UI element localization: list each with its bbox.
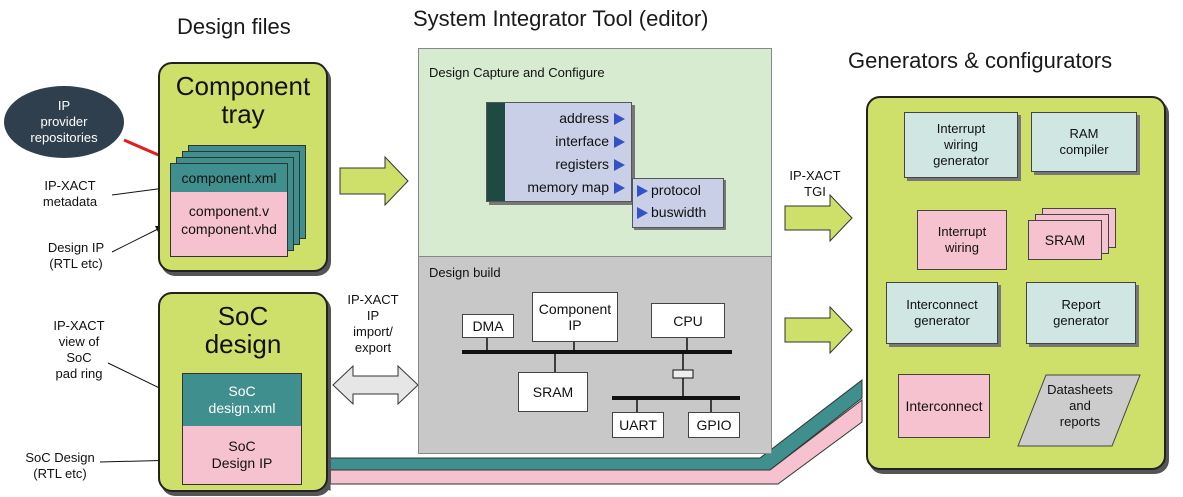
port-memory-map: memory map <box>527 176 625 199</box>
sub-ports-block: protocol buswidth <box>632 178 724 228</box>
datasheets-parallelogram <box>1017 374 1141 447</box>
design-build-title: Design build <box>429 265 501 280</box>
port-interface: interface <box>527 130 625 153</box>
block-uart: UART <box>612 412 664 438</box>
block-cpu: CPU <box>651 303 725 338</box>
port-protocol: protocol <box>633 179 723 201</box>
port-registers: registers <box>527 153 625 176</box>
port-list: address interface registers memory map <box>527 107 625 199</box>
port-triangle-icon <box>614 136 625 149</box>
port-address: address <box>527 107 625 130</box>
tgi-arrow-bottom <box>784 305 853 355</box>
port-buswidth: buswidth <box>633 201 723 223</box>
port-triangle-icon <box>637 207 648 220</box>
design-capture-title: Design Capture and Configure <box>429 65 605 80</box>
interconnect-output: Interconnect <box>898 374 990 438</box>
ports-block: address interface registers memory map <box>486 102 632 202</box>
tgi-arrow-top <box>784 193 853 243</box>
ip-provider-repositories: IP provider repositories <box>4 86 124 158</box>
component-tray-title: Component tray <box>175 71 311 129</box>
sram-output: SRAM <box>1028 220 1102 260</box>
component-xml: component.xml <box>171 164 287 192</box>
port-triangle-icon <box>614 113 625 126</box>
soc-design-title: SoC design <box>204 301 282 359</box>
component-rtl: component.v component.vhd <box>181 203 277 237</box>
block-sram: SRAM <box>518 372 588 412</box>
port-triangle-icon <box>614 182 625 195</box>
label-soc-rtl: SoC Design(RTL etc) <box>25 450 95 481</box>
label-design-ip: Design IP(RTL etc) <box>47 240 105 271</box>
tray-to-capture-arrow <box>339 155 409 207</box>
component-sheet: component.xml component.v component.vhd <box>170 163 288 257</box>
ports-block-bar <box>487 103 505 201</box>
port-triangle-icon <box>614 159 625 172</box>
generators-title: Generators & configurators <box>848 48 1113 73</box>
design-files-title: Design files <box>177 14 291 39</box>
block-dma: DMA <box>462 314 514 338</box>
block-gpio: GPIO <box>688 412 740 438</box>
port-triangle-icon <box>637 185 648 198</box>
integrator-title: System Integrator Tool (editor) <box>413 6 709 31</box>
